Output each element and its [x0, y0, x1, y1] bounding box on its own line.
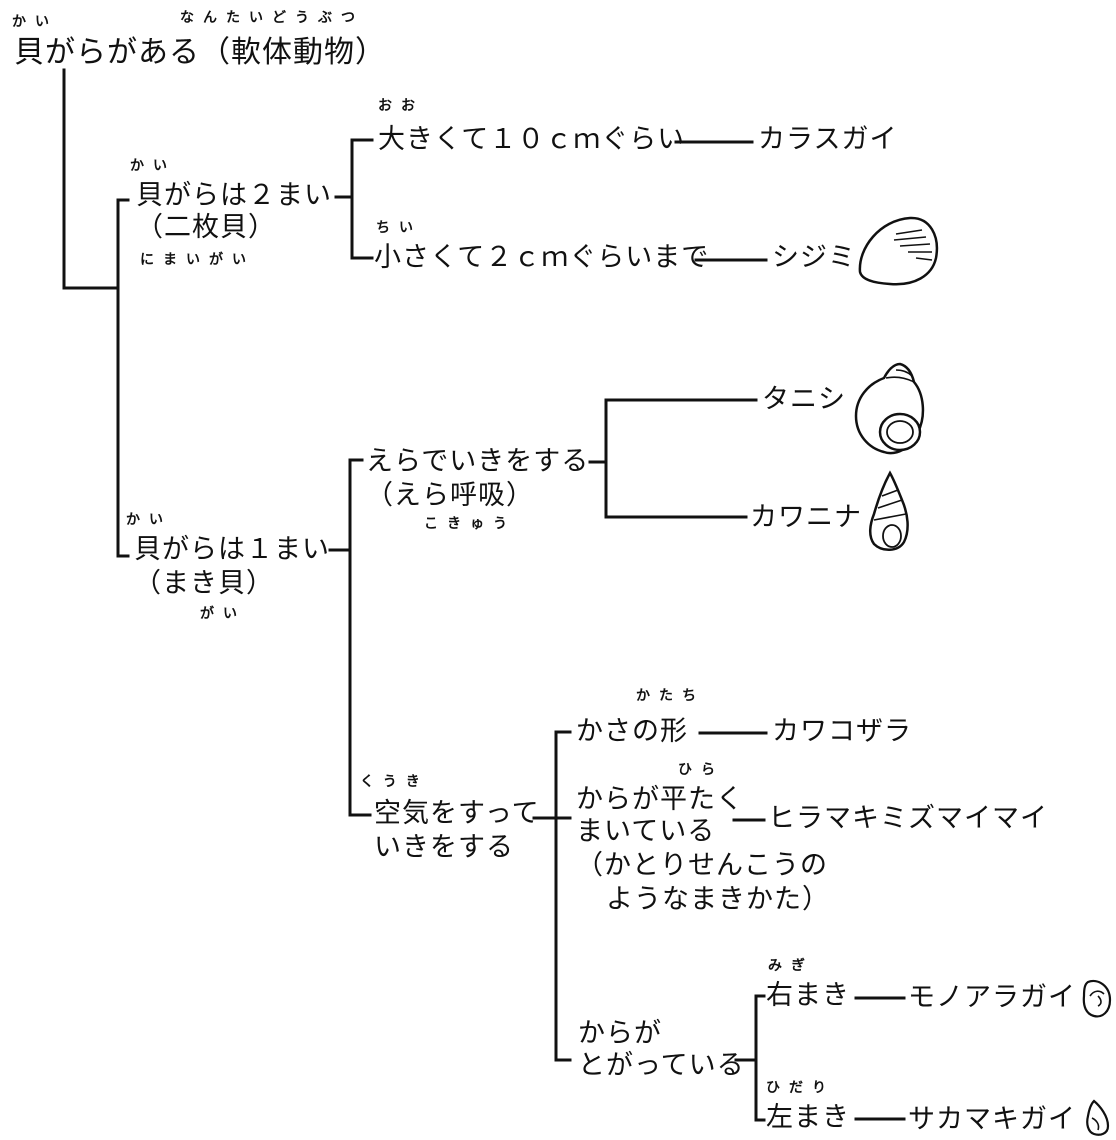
ruby-chii: ちい — [376, 220, 422, 236]
sakamakigai-shell-icon — [1082, 1098, 1112, 1138]
species-kawakozara: カワコザラ — [772, 716, 912, 748]
kawanina-shell-icon — [864, 470, 912, 554]
flat-node-2: まいている — [576, 816, 715, 848]
gill-node: えらでいきをする — [366, 446, 589, 478]
ruby-bivalve-kai: かい — [130, 158, 176, 174]
air-node: 空気をすって — [374, 798, 540, 830]
left-coil-node: 左まき — [766, 1102, 850, 1134]
snail-node-sub: （まき貝） — [134, 568, 274, 600]
ruby-nantai-doubutsu: なんたいどうぶつ — [180, 10, 364, 26]
ruby-kokyuu: こきゅう — [424, 516, 516, 532]
root-node: 貝がらがある（軟体動物） — [14, 36, 386, 70]
ruby-nimaigai: にまいがい — [140, 252, 255, 268]
air-node-sub: いきをする — [374, 832, 514, 864]
species-tanishi: タニシ — [762, 384, 846, 416]
flat-node: からが平たく — [576, 784, 744, 816]
ruby-hira: ひら — [678, 762, 724, 778]
ruby-kai: かい — [12, 14, 58, 30]
ruby-kuuki: くうき — [360, 774, 429, 790]
connector-root — [64, 70, 118, 288]
snail-node: 貝がらは１まい — [134, 534, 330, 566]
shijimi-shell-icon — [856, 212, 942, 290]
species-hiramakimizumaimai: ヒラマキミズマイマイ — [768, 803, 1048, 835]
flat-node-4: ようなまきかた） — [606, 884, 830, 916]
ruby-oo: おお — [378, 98, 424, 114]
right-coil-node: 右まき — [766, 980, 850, 1012]
small-node: 小さくて２ｃｍぐらいまで — [374, 242, 709, 274]
pointed-node: からが — [578, 1018, 662, 1050]
species-monoaragai: モノアラガイ — [908, 982, 1076, 1014]
ruby-snail-kai: かい — [126, 512, 172, 528]
bivalve-node: 貝がらは２まい — [136, 180, 332, 212]
pointed-node-sub: とがっている — [578, 1050, 745, 1082]
species-sakamakigai: サカマキガイ — [908, 1104, 1076, 1136]
ruby-migi: みぎ — [768, 958, 814, 974]
bivalve-node-sub: （二枚貝） — [136, 212, 276, 244]
species-kawanina: カワニナ — [750, 502, 862, 534]
tanishi-shell-icon — [850, 360, 926, 458]
monoaragai-shell-icon — [1080, 978, 1114, 1020]
ruby-katachi: かたち — [636, 688, 705, 704]
hat-node: かさの形 — [576, 716, 688, 748]
species-karasugai: カラスガイ — [758, 124, 897, 156]
ruby-hidari: ひだり — [766, 1080, 835, 1096]
gill-node-sub: （えら呼吸） — [366, 480, 534, 512]
large-node: 大きくて１０ｃｍぐらい — [378, 124, 685, 156]
flat-node-3: （かとりせんこうの — [576, 850, 828, 882]
ruby-gai: がい — [200, 606, 246, 622]
species-shijimi: シジミ — [772, 242, 856, 274]
